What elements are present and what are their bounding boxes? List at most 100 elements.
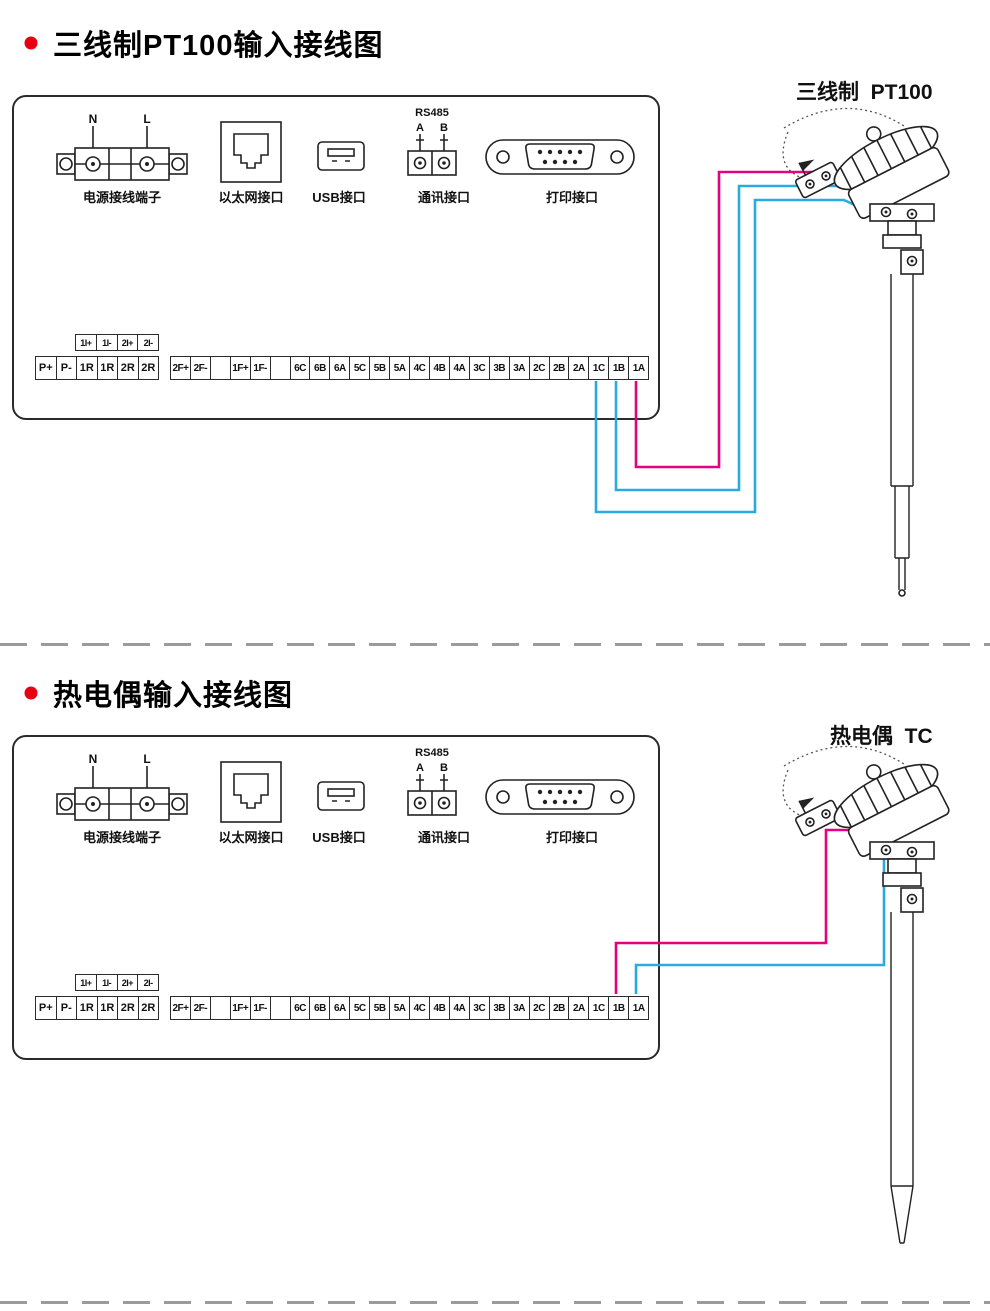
printer-port-icon [485,139,635,175]
rs485-comm-connector: RS485 A B [407,747,457,816]
sensor-connection-head [782,739,958,913]
terminal-cell: 5B [369,357,389,379]
terminal-cell: 6A [329,357,349,379]
power-l-label: L [143,112,150,126]
terminal-cell: 6A [329,997,349,1019]
terminal-cell: 4B [428,357,449,379]
terminal-cell: 1A [628,357,648,379]
terminal-cell: 1F+ [229,997,250,1019]
sensor-connection-head [782,101,958,275]
terminal-cell: 2I+ [116,975,138,990]
terminal-cell: 3C [468,357,489,379]
terminal-cell: 5B [369,997,389,1019]
terminal-cell: 2R [137,357,159,379]
terminal-cell: 3A [508,357,529,379]
comm-label: 通讯接口 [417,830,470,845]
power-terminal-label: 电源接线端子 [82,190,161,205]
rs485-b-label: B [440,122,448,134]
section1-title-row: 三线制PT100输入接线图 [24,22,383,64]
terminal-cell: 5A [389,357,409,379]
ethernet-label: 以太网接口 [218,190,284,205]
printer-label: 打印接口 [545,830,598,845]
tc-wire-1a [634,850,912,994]
terminal-cell: 5C [349,357,369,379]
terminal-cell: 2C [528,357,549,379]
terminal-cell: 2R [137,997,159,1019]
sensor-probe-tube [890,274,914,590]
terminal-cell: 2B [548,997,569,1019]
rs485-comm-connector: RS485 A B [407,107,457,176]
section1-title: 三线制PT100输入接线图 [53,30,384,62]
terminal-cell: 2I- [137,975,158,990]
power-n-label: N [89,752,98,766]
section2-title: 热电偶输入接线图 [53,680,294,712]
mount-hole-icon [610,790,624,804]
terminal-cell: 1R [76,997,97,1019]
recorder-rear-panel-2: N L 电源接线端子 以太网接口 USB接口 RS485 A B 通讯接口 [12,735,660,1060]
terminal-cell: 2I- [137,335,158,350]
sensor-probe-tube [890,912,914,1244]
terminal-cell: 4C [409,357,429,379]
tc-sensor-label: 热电偶 TC [830,725,933,748]
terminal-strip-current-inputs: 1I+1I-2I+2I- [75,334,159,351]
power-n-label: N [89,112,98,126]
printer-label: 打印接口 [545,190,598,205]
power-terminal-connector: N L [56,112,188,181]
terminal-cell: 1R [96,357,118,379]
terminal-cell: 4A [448,357,469,379]
pt100-wire-1a [634,170,881,469]
power-terminal-connector: N L [56,752,188,821]
mount-hole-icon [59,157,73,171]
power-l-label: L [143,752,150,766]
terminal-cell: 4A [448,997,469,1019]
terminal-cell: 1B [608,357,628,379]
terminal-cell: 1I- [95,975,117,990]
terminal-cell: 1A [628,997,648,1019]
comm-label: 通讯接口 [417,190,470,205]
terminal-cell: 2R [117,997,138,1019]
terminal-cell: 1C [588,997,608,1019]
terminal-cell [209,997,230,1019]
terminal-cell: P+ [38,1002,53,1014]
pt100-sensor-label: 三线制 PT100 [796,81,933,104]
terminal-cell: 1I+ [80,337,92,348]
terminal-cell [269,997,290,1019]
terminal-cell: 2I+ [116,335,138,350]
terminal-cell: 1F+ [229,357,250,379]
terminal-cell: P+ [38,362,53,374]
terminal-cell: 6B [309,357,329,379]
printer-port-icon [485,779,635,815]
terminal-cell: 3B [488,997,509,1019]
terminal-cell: 1R [96,997,118,1019]
terminal-cell: 6C [289,357,310,379]
rs485-b-label: B [440,762,448,774]
usb-port-icon [317,141,365,171]
mount-hole-icon [496,790,510,804]
mount-hole-icon [610,150,624,164]
terminal-cell: 2F- [189,997,210,1019]
terminal-cell: 3B [488,357,509,379]
terminal-cell: 6C [289,997,310,1019]
terminal-cell [269,357,290,379]
terminal-cell: 2F- [189,357,210,379]
terminal-cell: 5A [389,997,409,1019]
terminal-cell: 1I- [95,335,117,350]
terminal-cell: 2A [568,357,588,379]
terminal-cell: 1C [588,357,608,379]
terminal-cell: 1R [76,357,97,379]
ethernet-label: 以太网接口 [218,830,284,845]
ethernet-port-icon [220,121,282,183]
mount-hole-icon [496,150,510,164]
pt100-sensor-drawing [782,101,958,597]
terminal-cell: 1F- [249,357,270,379]
rs485-a-label: A [416,122,424,134]
terminal-cell: 2C [528,997,549,1019]
recorder-rear-panel-1: N L 电源接线端子 以太网接口 USB接口 RS485 A B 通讯接口 [12,95,660,420]
mount-hole-icon [171,797,185,811]
usb-port-icon [317,781,365,811]
terminal-cell: 2R [117,357,138,379]
